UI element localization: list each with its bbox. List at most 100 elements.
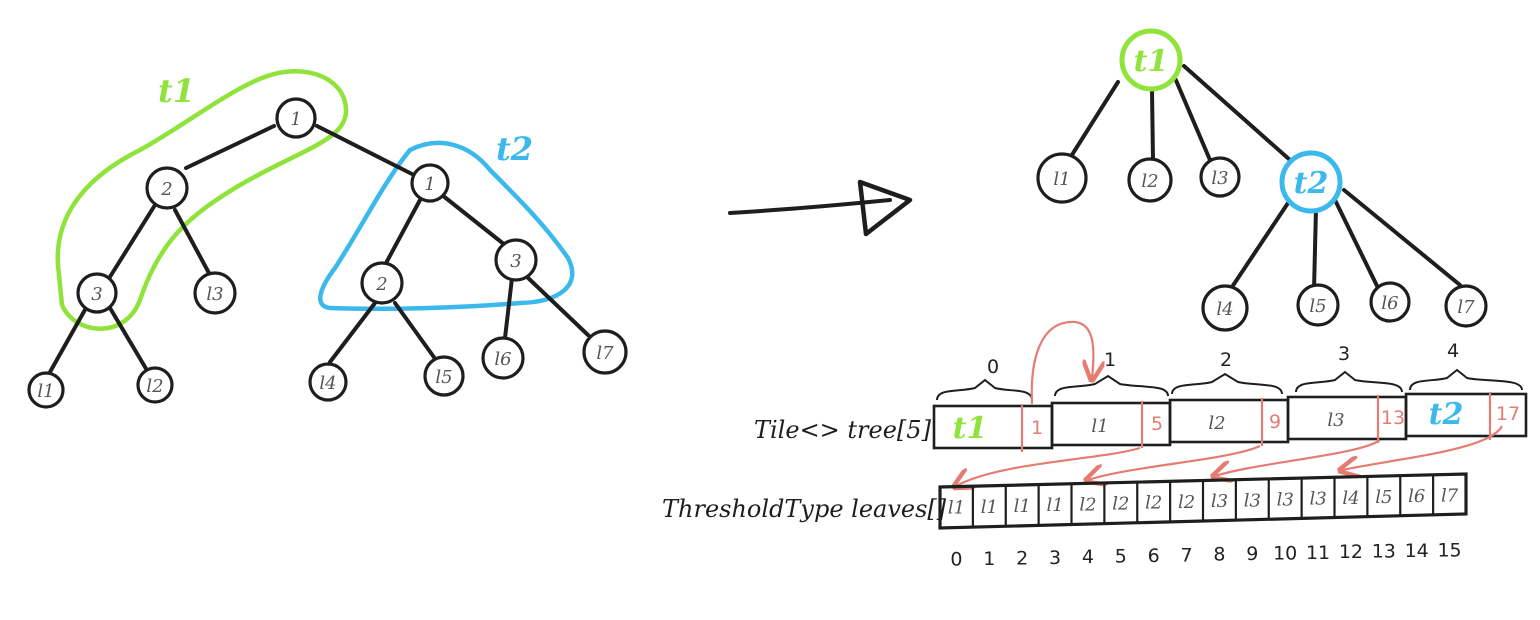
leaf-index: 7 xyxy=(1181,544,1193,566)
tile-offset: 17 xyxy=(1496,403,1520,425)
tile-name-t2: t2 xyxy=(1429,397,1464,432)
pointer-arrow xyxy=(956,446,1141,486)
node-label: 2 xyxy=(375,274,387,295)
leaf-l2 xyxy=(1127,157,1173,203)
node-3 xyxy=(76,272,118,314)
leaf-index: 1 xyxy=(983,548,995,570)
leaf-label: l7 xyxy=(1457,297,1475,318)
tile-offset: 5 xyxy=(1151,413,1163,435)
tile-cell-4 xyxy=(1404,392,1528,438)
node-label: l3 xyxy=(206,284,223,305)
leaf-l3 xyxy=(193,271,237,315)
tile-label-t1: t1 xyxy=(158,72,195,110)
node-label: l7 xyxy=(596,343,614,364)
leaf-l5 xyxy=(423,355,465,397)
leaf-l6 xyxy=(481,336,525,380)
leaves-array-label: ThresholdType leaves[] xyxy=(662,495,947,523)
leaf-cell-value: l7 xyxy=(1441,485,1459,506)
leaf-label: l1 xyxy=(1053,169,1070,190)
leaf-l2 xyxy=(136,366,174,404)
leaf-cell-value: l1 xyxy=(948,498,965,519)
tile-node-label-t1: t1 xyxy=(1134,44,1169,79)
node-2b xyxy=(360,261,404,305)
node-label: l1 xyxy=(37,381,54,402)
tile-index: 0 xyxy=(987,356,999,378)
leaf-index: 0 xyxy=(950,549,962,571)
node-label: 1 xyxy=(290,109,301,130)
leaf-cell-value: l6 xyxy=(1408,486,1425,507)
leaf-cell-value: l1 xyxy=(1046,495,1063,516)
leaf-l5 xyxy=(1296,283,1340,327)
leaves-array-outline xyxy=(938,472,1468,530)
node-label: 3 xyxy=(91,284,102,305)
leaf-index: 10 xyxy=(1273,542,1297,564)
leaf-l3 xyxy=(1199,156,1241,198)
tile-index: 4 xyxy=(1447,340,1459,362)
leaf-cell-value: l4 xyxy=(1342,488,1359,509)
leaf-l4 xyxy=(308,362,348,402)
node-label: 1 xyxy=(424,174,435,195)
pointer-arrow xyxy=(1030,320,1094,405)
leaf-cell-value: l3 xyxy=(1244,490,1261,511)
node-label: l4 xyxy=(319,373,336,394)
leaf-index: 13 xyxy=(1372,541,1396,563)
leaf-label: l3 xyxy=(1211,168,1228,189)
transform-arrow xyxy=(728,179,913,237)
leaf-cell-value: l2 xyxy=(1178,492,1195,513)
tiled-tree: t1 l1 l2 l3 t2 l4 l5 l6 l7 xyxy=(1036,28,1488,332)
original-tree: t1 t2 1 2 3 l3 l1 l2 1 2 3 xyxy=(27,69,628,409)
pointer-arrow xyxy=(1215,439,1381,476)
leaf-label: l6 xyxy=(1381,293,1398,314)
tile-name: l2 xyxy=(1208,413,1225,434)
tile-name: l1 xyxy=(1091,416,1108,437)
node-2 xyxy=(145,166,189,210)
node-label: l5 xyxy=(435,367,452,388)
tile-index: 1 xyxy=(1104,349,1116,371)
leaf-cell-value: l1 xyxy=(1014,496,1031,517)
tile-index: 2 xyxy=(1220,349,1232,371)
tile-offset: 13 xyxy=(1381,407,1405,429)
leaf-cell-value: l2 xyxy=(1145,493,1162,514)
tile-label-t2: t2 xyxy=(496,130,533,168)
node-label: 3 xyxy=(510,251,521,272)
node-label: l2 xyxy=(146,376,163,397)
tile-node-t2 xyxy=(1279,150,1343,214)
tile-offset: 9 xyxy=(1269,411,1281,433)
node-label: l6 xyxy=(494,349,511,370)
tile-index: 3 xyxy=(1338,343,1350,365)
leaf-index: 9 xyxy=(1246,543,1258,565)
leaf-index: 11 xyxy=(1306,542,1330,564)
tile-array: Tile<> tree[5] 0 1 2 3 4 t1 l1 l2 l3 t2 … xyxy=(754,320,1528,486)
leaf-index: 12 xyxy=(1339,541,1363,563)
leaf-label: l4 xyxy=(1216,299,1233,320)
leaf-index: 5 xyxy=(1115,546,1127,568)
leaf-index: 6 xyxy=(1148,545,1160,567)
tile-node-label-t2: t2 xyxy=(1294,166,1329,201)
leaf-cell-value: l3 xyxy=(1277,489,1294,510)
leaf-cell-value: l5 xyxy=(1375,487,1392,508)
leaf-cell-value: l2 xyxy=(1112,494,1129,515)
leaf-index: 8 xyxy=(1213,544,1225,566)
leaf-l6 xyxy=(1369,281,1411,323)
leaf-index: 3 xyxy=(1049,547,1061,569)
leaf-l1 xyxy=(1036,152,1088,204)
pointer-arrow xyxy=(1342,425,1503,470)
tile-name-t1: t1 xyxy=(953,411,988,446)
leaf-cell-value: l3 xyxy=(1309,489,1326,510)
leaf-l7 xyxy=(582,329,628,375)
tile-node-t1 xyxy=(1119,28,1183,92)
leaf-index: 2 xyxy=(1016,547,1028,569)
leaf-cell-value: l2 xyxy=(1079,494,1096,515)
leaf-l1 xyxy=(27,371,65,409)
node-1b xyxy=(410,163,450,203)
node-1 xyxy=(275,97,317,139)
node-label: 2 xyxy=(160,179,172,200)
leaf-cell-value: l3 xyxy=(1211,491,1228,512)
leaf-index: 14 xyxy=(1405,540,1429,562)
tile-array-label: Tile<> tree[5] xyxy=(754,416,932,444)
leaf-label: l5 xyxy=(1309,296,1326,317)
